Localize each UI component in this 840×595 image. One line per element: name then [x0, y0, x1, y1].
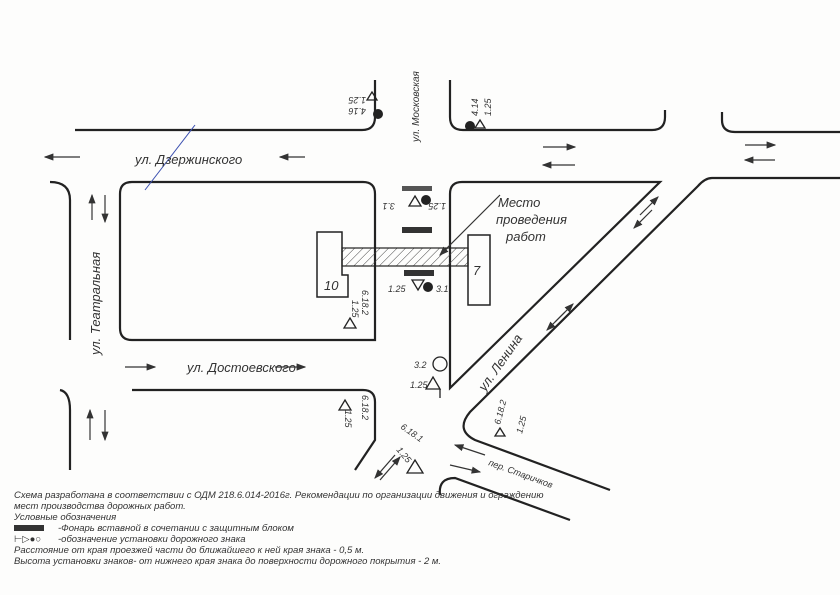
street-lenina: ул. Ленина	[475, 331, 526, 394]
work-site-label-2: проведения	[496, 212, 567, 227]
legend: Схема разработана в соответствии с ОДМ 2…	[14, 490, 543, 567]
sign-label: 1.25	[350, 300, 360, 319]
sign-label: 6.18.2	[492, 399, 508, 426]
sign-label: 6.18.1	[399, 421, 425, 444]
block-triangle	[448, 180, 663, 391]
street-starichkov: пер. Старичков	[487, 457, 554, 490]
lamp-block	[402, 227, 432, 233]
building-10	[316, 231, 349, 298]
sign-label: 1.25	[394, 445, 414, 466]
block-central	[118, 180, 377, 342]
sign-label: 6.18.2	[360, 395, 370, 420]
legend-lamp: -Фонарь вставной в сочетании с защитным …	[58, 523, 294, 534]
curb-nw	[75, 80, 377, 132]
no-entry-sign-icon	[373, 109, 475, 292]
building-7-label: 7	[473, 263, 481, 278]
legend-title: Условные обозначения	[14, 512, 117, 523]
sign-label: 4.16	[348, 106, 366, 116]
work-site-pointer	[439, 194, 501, 256]
sign-label: 4.14	[470, 98, 480, 116]
sign-label: 3.1	[436, 284, 449, 294]
legend-note-1: Схема разработана в соответствии с ОДМ 2…	[14, 490, 544, 501]
sign-label: 1.25	[388, 284, 407, 294]
lamp-block	[404, 270, 434, 276]
traffic-arrows	[43, 141, 777, 481]
work-zone	[341, 247, 469, 267]
legend-sign: -обозначение установки дорожного знака	[58, 534, 246, 545]
curb-ne	[448, 80, 667, 132]
sign-label: 1.25	[427, 201, 446, 211]
legend-height: Высота установки знаков- от нижнего края…	[14, 556, 442, 567]
curb-far-ne	[720, 112, 840, 134]
sign-label: 1.25	[514, 414, 528, 434]
curb-lenina-east	[462, 176, 840, 492]
sign-label: 6.18.2	[360, 290, 370, 315]
legend-note-2: мест производства дорожных работ.	[14, 501, 186, 512]
curb-sw	[132, 388, 377, 471]
sign-label: 1.25	[410, 380, 429, 390]
street-moskovskaya: ул. Московская	[411, 70, 422, 143]
street-dostoevskogo: ул. Достоевского	[186, 360, 296, 375]
sign-label: 3.2	[414, 360, 427, 370]
pen-mark	[144, 124, 196, 191]
legend-distance: Расстояние от края проезжей части до бли…	[14, 545, 365, 556]
lamp-block	[402, 186, 432, 191]
street-teatralnaya: ул. Театральная	[88, 252, 103, 356]
sign-label: 3.1	[382, 201, 395, 211]
building-10-label: 10	[324, 278, 339, 293]
sign-label: 1.25	[347, 95, 366, 105]
curb-starichkov	[438, 476, 571, 522]
sign-label: 1.25	[483, 97, 493, 116]
curb-west	[49, 180, 72, 340]
work-site-label-1: Место	[498, 195, 540, 210]
work-site-label-3: работ	[505, 229, 546, 244]
street-dzerzhinskogo: ул. Дзержинского	[134, 152, 242, 167]
warning-sign-icon	[337, 90, 507, 474]
building-7	[467, 234, 491, 306]
lamp-icon	[14, 523, 58, 534]
sign-label: 1.25	[343, 410, 353, 429]
curb-sw-west	[59, 388, 72, 470]
sign-symbols-icon: ⊢▷●○	[14, 534, 42, 545]
